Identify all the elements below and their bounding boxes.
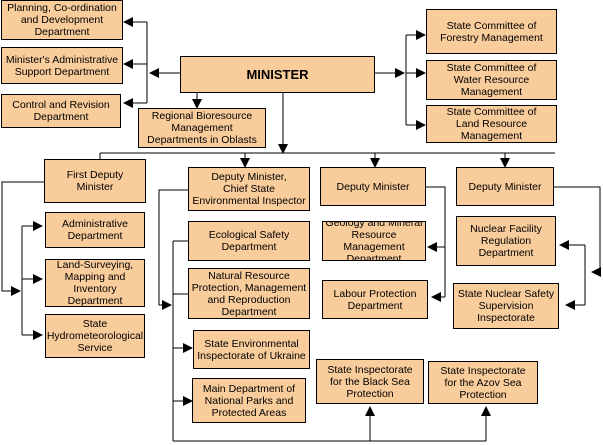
box-ecological-safety: Ecological Safety Department xyxy=(188,221,310,261)
box-control-revision: Control and Revision Department xyxy=(1,94,121,128)
box-admin-support: Minister's Administrative Support Depart… xyxy=(1,47,123,84)
box-deputy-3: Deputy Minister xyxy=(456,167,554,206)
box-minister: MINISTER xyxy=(180,56,375,93)
box-deputy-chief: Deputy Minister, Chief State Environment… xyxy=(188,167,310,211)
link-deputy-chief-sub xyxy=(158,189,188,310)
link-deputy-2-sub xyxy=(426,186,446,297)
box-water: State Committee of Water Resource Manage… xyxy=(426,60,557,100)
box-first-deputy: First Deputy Minister xyxy=(44,159,146,203)
box-azov-sea: State Inspectorate for the Azov Sea Prot… xyxy=(428,361,538,404)
box-forestry: State Committee of Forestry Management xyxy=(426,9,557,54)
box-env-inspectorate: State Environmental Inspectorate of Ukra… xyxy=(193,330,310,369)
link-deputy-3-sub xyxy=(554,186,601,277)
box-natural-resource: Natural Resource Protection, Management … xyxy=(188,268,310,319)
box-national-parks: Main Department of National Parks and Pr… xyxy=(192,378,306,423)
link-first-deputy-sub xyxy=(1,181,44,296)
box-land-surveying: Land-Surveying, Mapping and Inventory De… xyxy=(45,259,145,307)
box-deputy-2: Deputy Minister xyxy=(320,167,426,206)
box-regional: Regional Bioresource Management Departme… xyxy=(138,108,266,148)
box-black-sea: State Inspectorate for the Black Sea Pro… xyxy=(316,359,424,404)
box-geology: Geology and Mineral Resource Management … xyxy=(322,221,426,261)
box-nuclear-safety: State Nuclear Safety Supervision Inspect… xyxy=(453,283,559,329)
box-planning: Planning, Co-ordination and Development … xyxy=(1,0,123,40)
box-hydromet: State Hydrometeorological Service xyxy=(45,314,145,358)
box-labour: Labour Protection Department xyxy=(322,280,428,319)
box-administrative-dept: Administrative Department xyxy=(45,212,145,248)
box-land: State Committee of Land Resource Managem… xyxy=(426,105,557,143)
box-nuclear-facility: Nuclear Facility Regulation Department xyxy=(456,216,556,266)
